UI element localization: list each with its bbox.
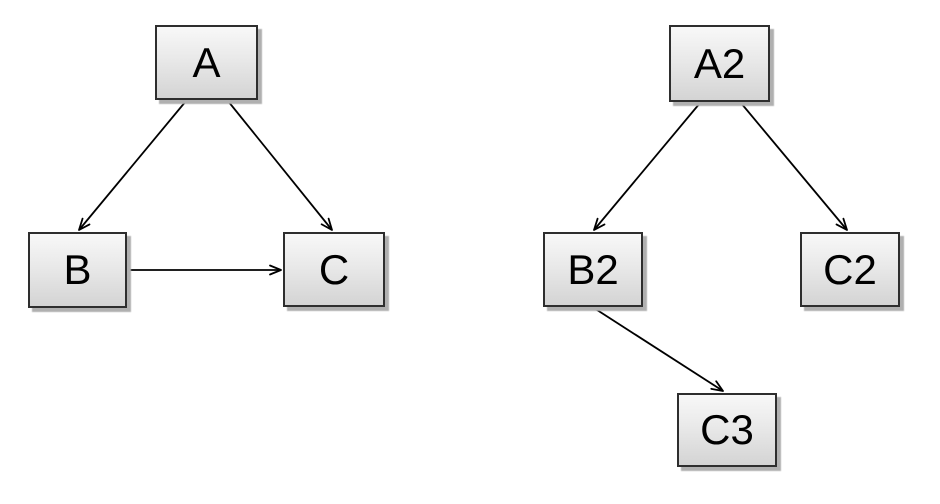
edge-b2-c3[interactable] — [593, 307, 724, 392]
node-a2-label: A2 — [693, 39, 746, 87]
node-a-label: A — [192, 38, 221, 86]
edge-a2-c2[interactable] — [740, 102, 848, 231]
edge-a-c[interactable] — [227, 100, 333, 231]
node-b-label: B — [63, 246, 92, 293]
node-c2[interactable]: C2 — [800, 232, 900, 307]
node-c3-label: C3 — [700, 406, 754, 453]
edge-a-b[interactable] — [78, 100, 187, 231]
node-b2[interactable]: B2 — [543, 232, 643, 307]
node-a[interactable]: A — [155, 25, 258, 100]
node-c3[interactable]: C3 — [677, 393, 777, 467]
node-b[interactable]: B — [28, 232, 127, 308]
node-b2-label: B2 — [567, 245, 619, 293]
node-c[interactable]: C — [283, 232, 385, 307]
node-c2-label: C2 — [823, 245, 877, 293]
node-a2[interactable]: A2 — [669, 25, 770, 102]
node-c-label: C — [318, 245, 350, 293]
edge-a2-b2[interactable] — [593, 102, 701, 231]
